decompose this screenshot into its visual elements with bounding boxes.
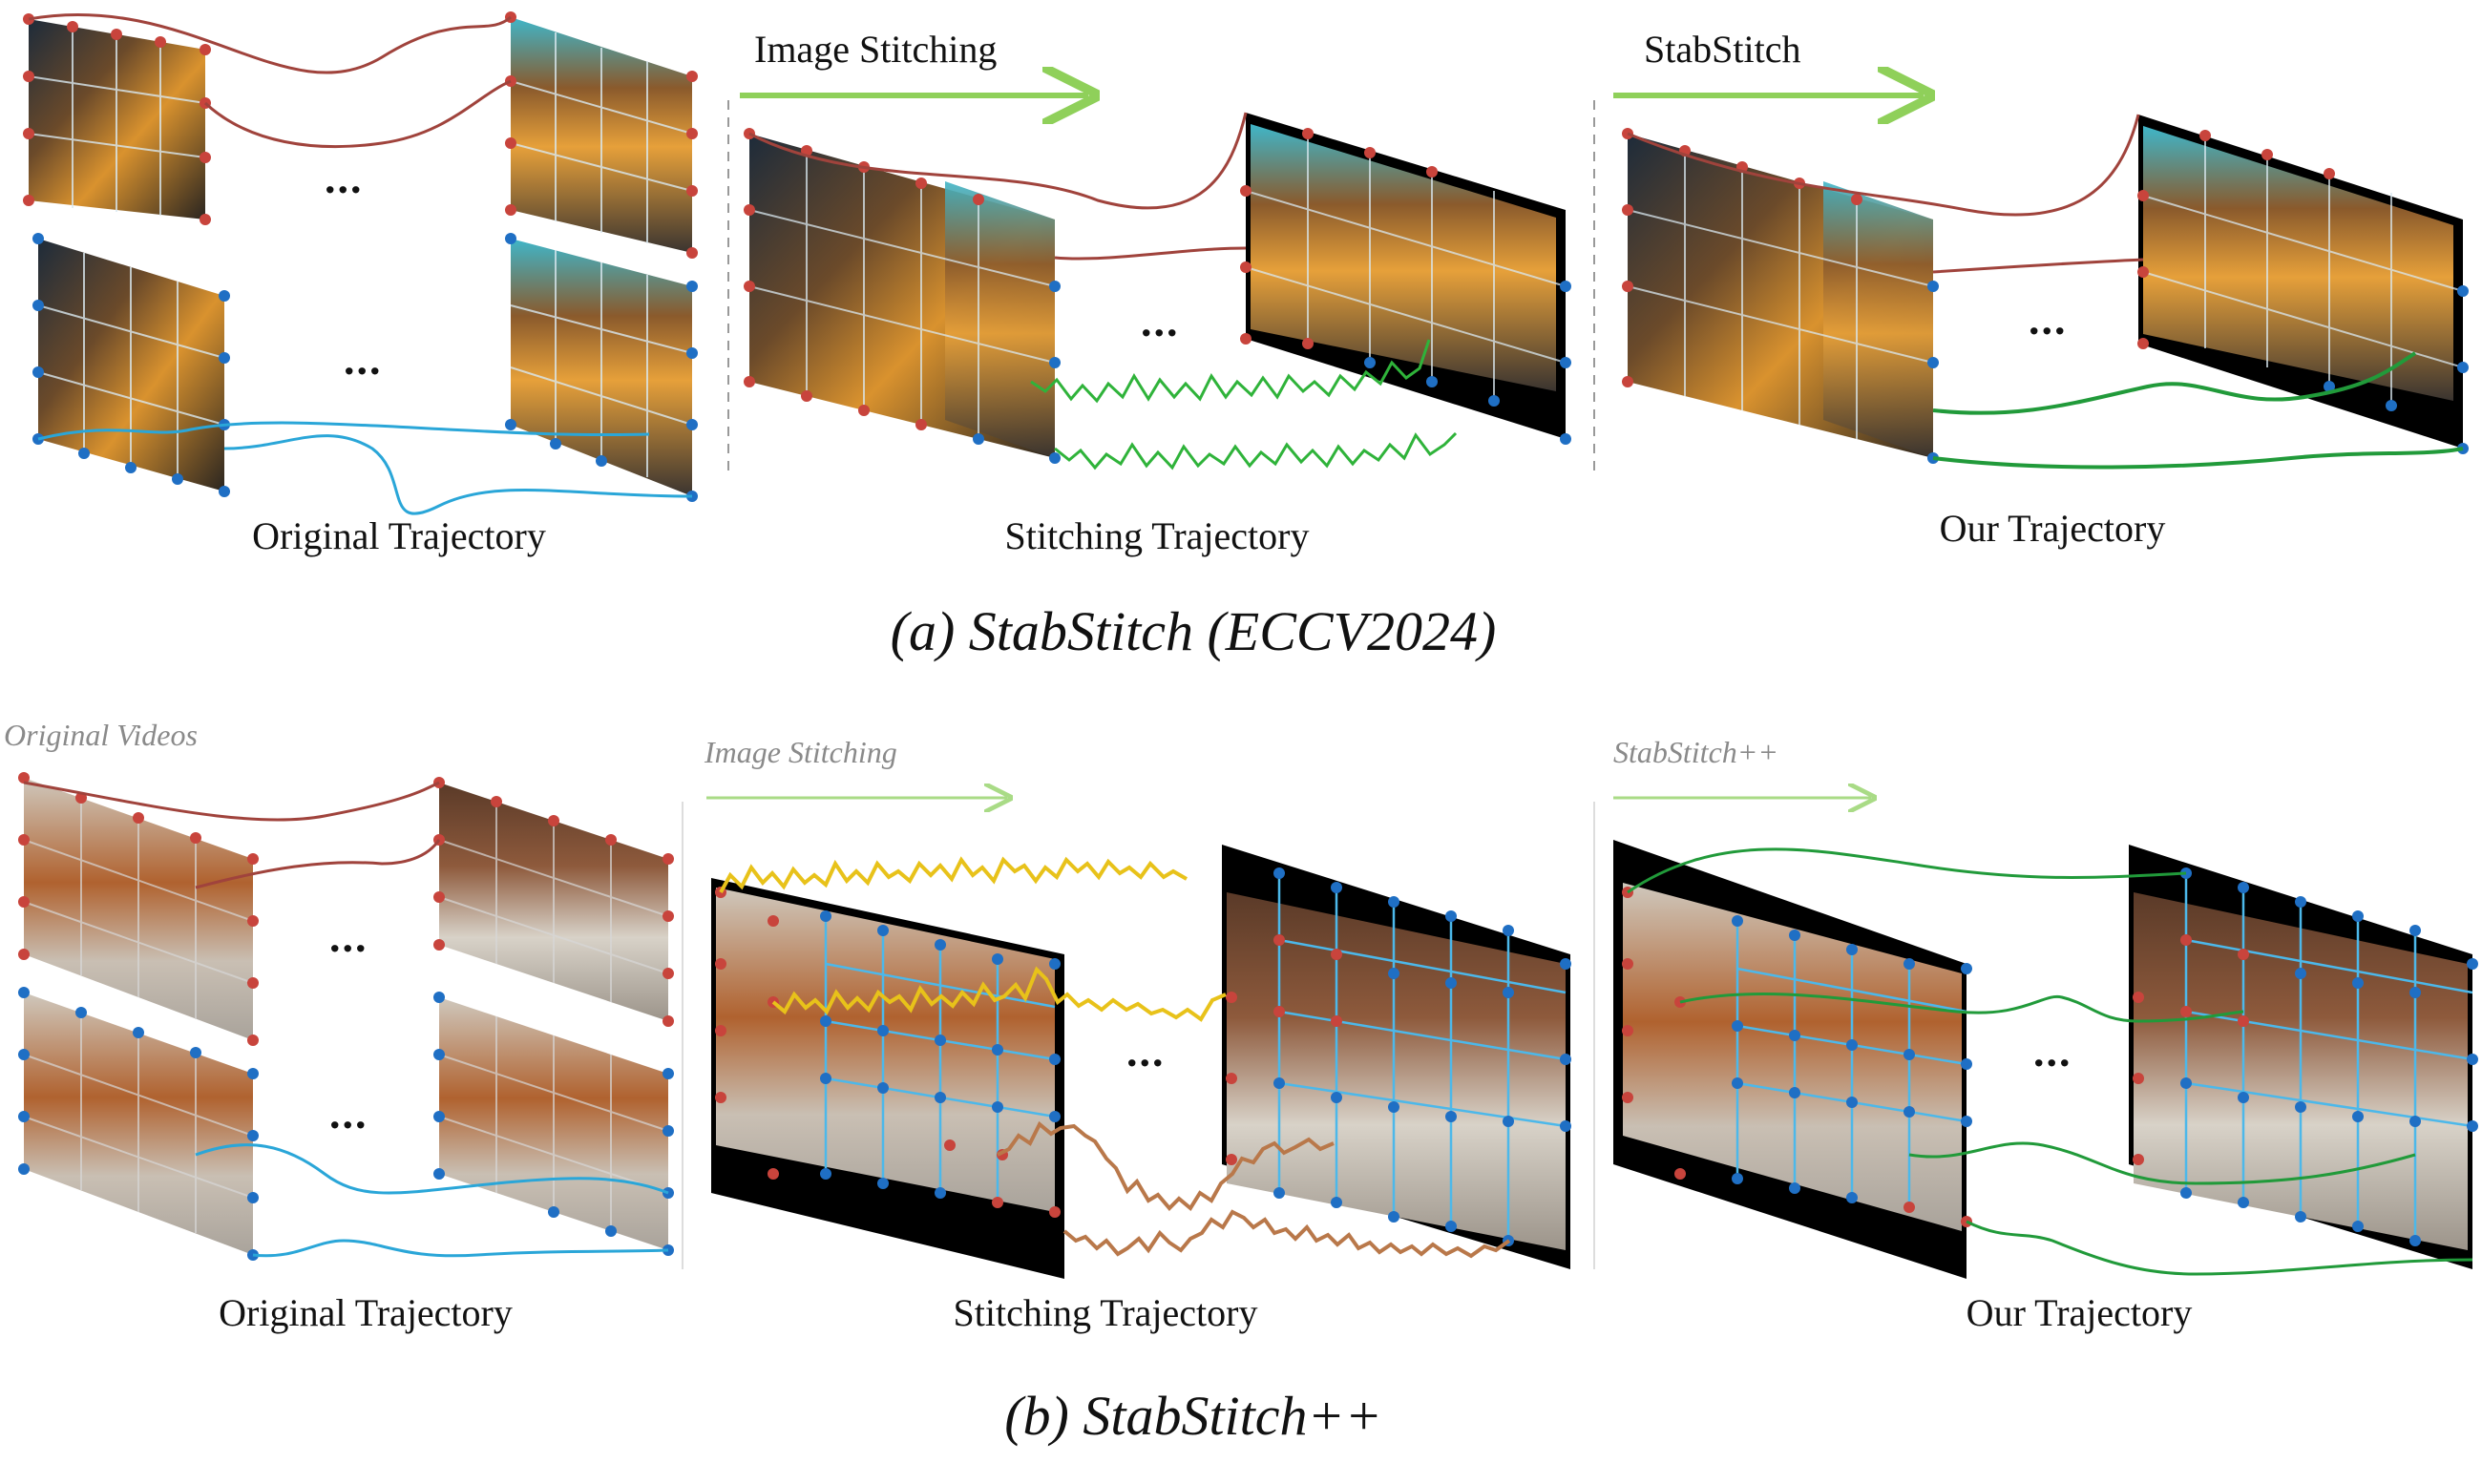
panel-a-arrow-1-label: Image Stitching — [754, 28, 998, 71]
panel-a-original-red-trajectory — [28, 13, 512, 74]
panel-a-stitching-red-trajectory — [748, 112, 1248, 210]
panel-b-our-grid — [1735, 873, 2473, 1241]
panel-a-caption: (a) StabStitch (ECCV2024) — [890, 600, 1497, 662]
panel-a-our-green-trajectory-2 — [1932, 447, 2464, 470]
frame-a-stitch-left-2 — [945, 181, 1055, 458]
panel-b-original-red-trajectory-2 — [195, 839, 441, 889]
panel-a-our-green-trajectory-1 — [1932, 351, 2417, 415]
panel-a-ellipsis-1: ... — [325, 154, 364, 202]
panel-b-ellipsis-1: ... — [329, 912, 368, 961]
panel-b-stitching-yellow-jitter-1 — [719, 856, 1188, 893]
frame-a-our-left-2 — [1823, 181, 1933, 458]
panel-b-stitching-trajectory-label: Stitching Trajectory — [953, 1291, 1258, 1334]
panel-a-ellipsis-4: ... — [2029, 295, 2068, 344]
frame-b-stitch-right-img — [1227, 892, 1566, 1250]
panel-b-our-green-trajectory-3 — [1908, 1141, 2416, 1185]
panel-a-stitching-frames — [749, 113, 1566, 458]
panel-b-original-frames — [24, 778, 668, 1255]
panel-a-original-blue-trajectory-2 — [37, 421, 650, 441]
panel-a-original-blue-trajectory — [223, 434, 693, 515]
panel-a-original-points — [23, 11, 698, 502]
panel-a-ellipsis-2: ... — [344, 335, 383, 384]
panel-b-our-green-trajectory-2 — [1679, 992, 2244, 1023]
frame-a-our-right-img — [2143, 126, 2453, 401]
panel-b-stitching-grid — [824, 873, 1567, 1241]
panel-b-caption: (b) StabStitch++ — [1004, 1385, 1382, 1447]
frame-b-stitch-left-img — [716, 888, 1055, 1212]
panel-a-stitching-red-trajectory-2 — [1054, 246, 1247, 261]
panel-a-our-trajectory-label: Our Trajectory — [1939, 507, 2166, 550]
panel-a — [23, 11, 2469, 515]
panel-b-arrow-1-label: Image Stitching — [705, 735, 897, 769]
panel-a-original-trajectory-label: Original Trajectory — [252, 514, 546, 557]
panel-b-stitching-yellow-jitter-2 — [771, 966, 1227, 1022]
panel-b-original-blue-trajectory — [195, 1143, 669, 1195]
panel-a-our-points — [1622, 128, 2469, 464]
panel-a-our-red-trajectory-2 — [1932, 258, 2144, 274]
panel-b-our-green-trajectory-4 — [1966, 1220, 2473, 1276]
panel-a-stitching-grid — [748, 134, 1567, 439]
panel-b-our-green-trajectory-1 — [1627, 847, 2187, 894]
panel-b-ellipsis-2: ... — [329, 1089, 368, 1138]
panel-b-ellipsis-3: ... — [1126, 1027, 1166, 1076]
panel-a-arrow-2-label: StabStitch — [1644, 28, 1801, 71]
panel-b-original-videos-label: Original Videos — [4, 718, 198, 752]
panel-b-stitching-brown-jitter-2 — [1062, 1209, 1511, 1259]
panel-a-stitching-green-jitter-2 — [1054, 431, 1458, 470]
panel-a-our-grid — [1627, 136, 2464, 439]
panel-b-original-red-trajectory — [23, 781, 440, 822]
panel-b-original-blue-trajectory-2 — [252, 1239, 669, 1258]
panel-b-original-trajectory-label: Original Trajectory — [219, 1291, 513, 1334]
panel-b — [18, 772, 2478, 1279]
panel-b-our-trajectory-label: Our Trajectory — [1966, 1291, 2193, 1334]
frame-a-stitch-right-img — [1251, 124, 1556, 391]
panel-a-our-red-trajectory — [1627, 114, 2140, 217]
panel-b-stitching-brown-jitter-1 — [997, 1120, 1335, 1212]
panel-a-original-red-trajectory-2 — [203, 79, 512, 149]
panel-a-original-grid — [28, 27, 693, 479]
panel-b-original-grid — [23, 798, 669, 1233]
panel-a-ellipsis-3: ... — [1141, 297, 1180, 345]
panel-b-ellipsis-4: ... — [2033, 1027, 2072, 1076]
frame-b-our-left-img — [1623, 883, 1962, 1231]
panel-a-stitching-trajectory-label: Stitching Trajectory — [1004, 514, 1310, 557]
panel-b-arrow-2-label: StabStitch++ — [1613, 735, 1778, 769]
panel-b-stitching-frames — [711, 845, 1570, 1279]
panel-a-stitching-green-jitter-1 — [1030, 339, 1431, 404]
panel-a-stitching-points — [744, 128, 1571, 464]
